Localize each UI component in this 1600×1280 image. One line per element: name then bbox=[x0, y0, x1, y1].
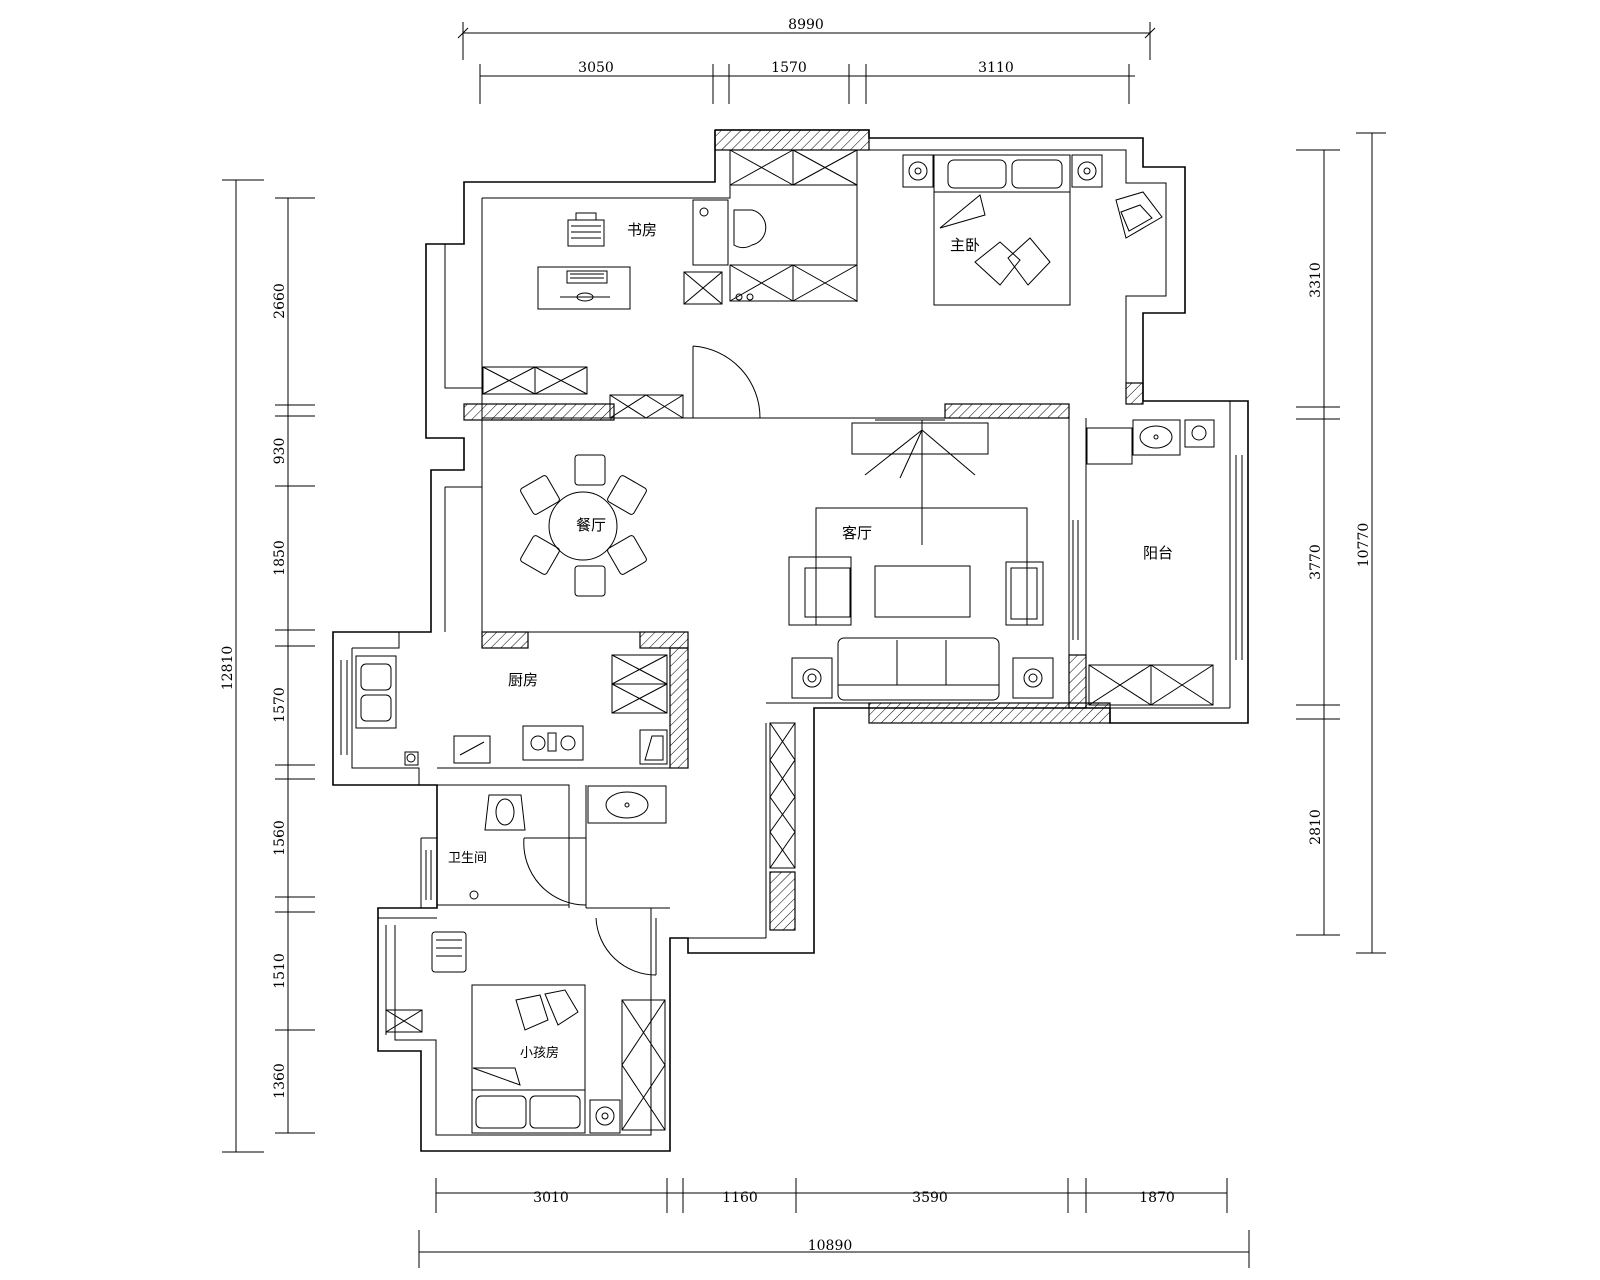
study-furniture bbox=[537, 199, 767, 310]
living-furniture bbox=[788, 419, 1054, 701]
kitchen-fixtures bbox=[355, 655, 668, 766]
room-label-balcony: 阳台 bbox=[1143, 544, 1173, 562]
room-label-kids-room: 小孩房 bbox=[520, 1045, 559, 1061]
room-label-study: 书房 bbox=[627, 221, 657, 239]
dining-table bbox=[520, 454, 647, 597]
master-bed bbox=[902, 154, 1163, 306]
dim-left-seg-3: 1850 bbox=[272, 540, 288, 576]
dim-bottom-seg-2: 1160 bbox=[722, 1190, 758, 1206]
dimension-top: 8990 3050 1570 3110 bbox=[457, 17, 1156, 104]
dimension-bottom: 3010 1160 3590 1870 10890 bbox=[418, 1178, 1250, 1268]
dim-top-seg-2: 1570 bbox=[771, 60, 807, 76]
dimension-left: 12810 2660 930 1850 1570 1560 1510 1360 bbox=[220, 179, 315, 1153]
room-labels: 书房 主卧 餐厅 客厅 阳台 厨房 卫生间 小孩房 bbox=[448, 221, 1173, 1061]
doors bbox=[523, 345, 1079, 976]
dim-bottom-seg-3: 3590 bbox=[912, 1190, 948, 1206]
room-label-master-bedroom: 主卧 bbox=[950, 236, 980, 254]
dim-left-seg-1: 2660 bbox=[272, 283, 288, 319]
kids-furniture bbox=[431, 931, 621, 1134]
dim-bottom-seg-1: 3010 bbox=[533, 1190, 569, 1206]
room-label-bathroom: 卫生间 bbox=[448, 851, 487, 866]
room-label-dining: 餐厅 bbox=[576, 516, 606, 534]
dim-bottom-total: 10890 bbox=[808, 1238, 853, 1254]
dim-left-seg-4: 1570 bbox=[272, 687, 288, 723]
hatched-walls bbox=[463, 129, 1144, 769]
walls bbox=[332, 129, 1249, 1152]
dim-left-seg-6: 1510 bbox=[272, 953, 288, 989]
dim-right-seg-2: 3770 bbox=[1308, 544, 1324, 580]
dim-bottom-seg-4: 1870 bbox=[1139, 1190, 1175, 1206]
windows bbox=[340, 455, 1243, 1035]
balcony-fixtures bbox=[1086, 419, 1215, 465]
dim-top-seg-3: 3110 bbox=[978, 60, 1014, 76]
dim-right-seg-1: 3310 bbox=[1308, 262, 1324, 298]
dim-left-total: 12810 bbox=[220, 646, 236, 691]
dim-top-total: 8990 bbox=[788, 17, 824, 33]
dimension-right: 3310 3770 2810 10770 bbox=[1296, 132, 1386, 954]
dim-right-total: 10770 bbox=[1356, 523, 1372, 568]
dim-top-seg-1: 3050 bbox=[578, 60, 614, 76]
dim-left-seg-2: 930 bbox=[272, 438, 288, 465]
room-label-living: 客厅 bbox=[842, 524, 872, 542]
dim-left-seg-7: 1360 bbox=[272, 1063, 288, 1099]
dim-left-seg-5: 1560 bbox=[272, 820, 288, 856]
bathroom-fixtures bbox=[469, 785, 667, 900]
wardrobes bbox=[385, 149, 1214, 1131]
room-label-kitchen: 厨房 bbox=[508, 671, 538, 689]
dim-right-seg-3: 2810 bbox=[1308, 809, 1324, 845]
